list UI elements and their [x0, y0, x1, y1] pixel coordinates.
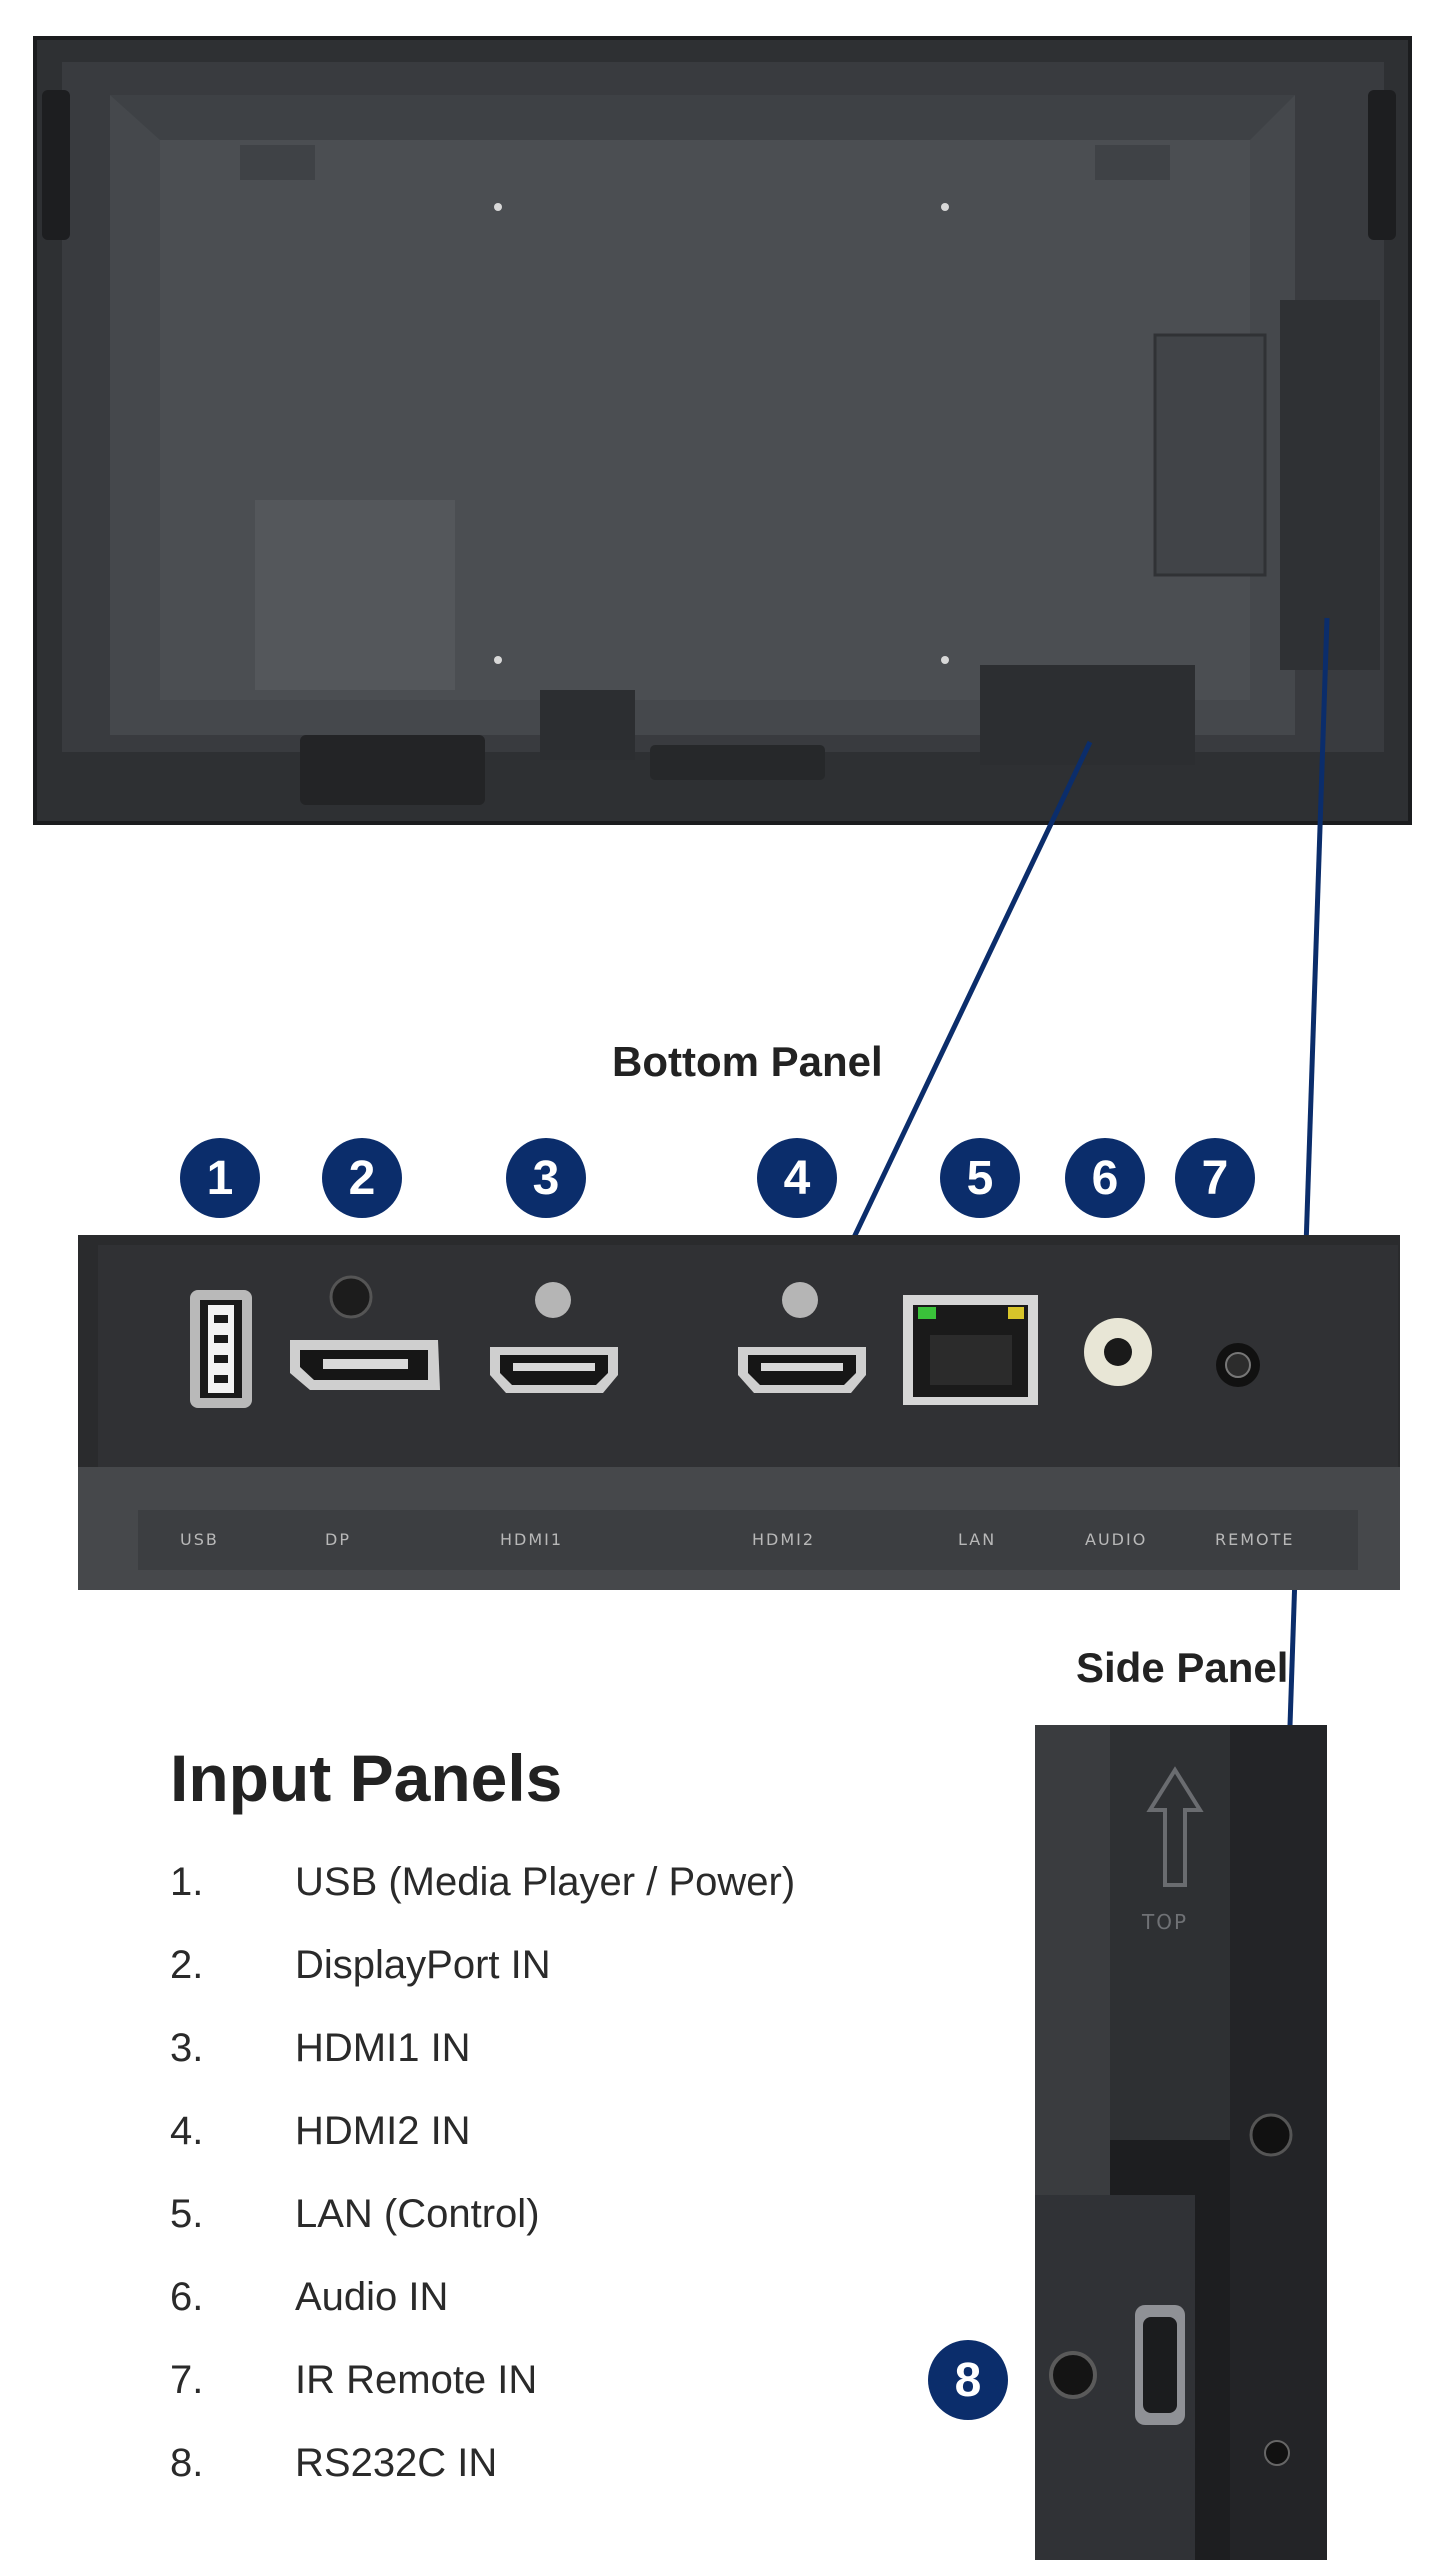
- legend-item-label: HDMI2 IN: [295, 2109, 471, 2153]
- legend-title: Input Panels: [170, 1741, 563, 1815]
- rs232c-port-icon: [1135, 2305, 1185, 2425]
- port-label-dp: DP: [325, 1530, 351, 1549]
- port-label-audio: AUDIO: [1085, 1530, 1148, 1549]
- port-label-usb: USB: [180, 1530, 219, 1549]
- audio-port-icon: [1084, 1318, 1152, 1386]
- legend-item-number: 5.: [170, 2192, 204, 2236]
- usb-port-icon: [190, 1290, 252, 1408]
- port-label-remote: REMOTE: [1215, 1530, 1295, 1549]
- side-panel-photo: [1035, 1725, 1327, 2560]
- hdmi1-port-icon: [490, 1282, 618, 1393]
- legend-item-number: 3.: [170, 2026, 204, 2070]
- side-panel-label: Side Panel: [1076, 1644, 1289, 1691]
- legend-item-label: Audio IN: [295, 2275, 449, 2319]
- badge-5: 5: [940, 1138, 1020, 1218]
- badge-8: 8: [928, 2340, 1008, 2420]
- badge-2: 2: [322, 1138, 402, 1218]
- legend-item-number: 1.: [170, 1860, 204, 1904]
- legend-item-label: USB (Media Player / Power): [295, 1860, 796, 1904]
- bottom-panel-label: Bottom Panel: [612, 1038, 883, 1085]
- port-label-hdmi1: HDMI1: [500, 1530, 564, 1549]
- legend-item-label: HDMI1 IN: [295, 2026, 471, 2070]
- port-label-lan: LAN: [958, 1530, 997, 1549]
- monitor-rear-view: [33, 36, 1412, 825]
- badge-3: 3: [506, 1138, 586, 1218]
- badge-4: 4: [757, 1138, 837, 1218]
- port-label-hdmi2: HDMI2: [752, 1530, 816, 1549]
- side-panel-top-text: TOP: [1142, 1910, 1189, 1934]
- legend-item-number: 2.: [170, 1943, 204, 1987]
- legend-item-label: RS232C IN: [295, 2441, 498, 2485]
- lan-port-icon: [903, 1295, 1038, 1405]
- legend-item-number: 8.: [170, 2441, 204, 2485]
- legend-item-label: DisplayPort IN: [295, 1943, 551, 1987]
- displayport-icon: [290, 1275, 440, 1390]
- remote-port-icon: [1216, 1343, 1260, 1387]
- legend-item-number: 6.: [170, 2275, 204, 2319]
- badge-1: 1: [180, 1138, 260, 1218]
- bottom-panel-photo: [78, 1235, 1400, 1590]
- hdmi2-port-icon: [738, 1282, 866, 1393]
- badge-6: 6: [1065, 1138, 1145, 1218]
- legend-item-label: IR Remote IN: [295, 2358, 538, 2402]
- legend-item-number: 4.: [170, 2109, 204, 2153]
- legend-item-number: 7.: [170, 2358, 204, 2402]
- badge-7: 7: [1175, 1138, 1255, 1218]
- legend-item-label: LAN (Control): [295, 2192, 540, 2236]
